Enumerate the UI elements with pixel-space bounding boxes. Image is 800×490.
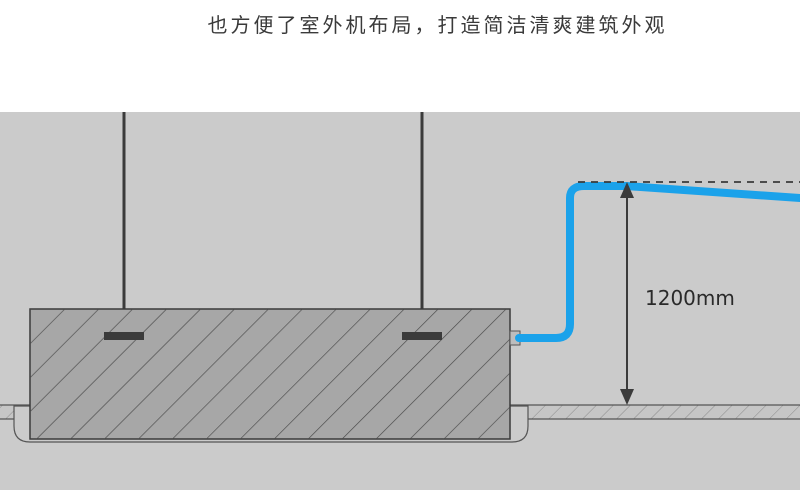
drain-pipe-icon [515, 182, 800, 342]
dimension-label: 1200mm [645, 286, 735, 310]
ceiling-unit-icon [29, 308, 521, 440]
dimension-arrow-icon [620, 182, 634, 405]
caption-text: 也方便了室外机布局，打造简洁清爽建筑外观 [207, 13, 668, 37]
